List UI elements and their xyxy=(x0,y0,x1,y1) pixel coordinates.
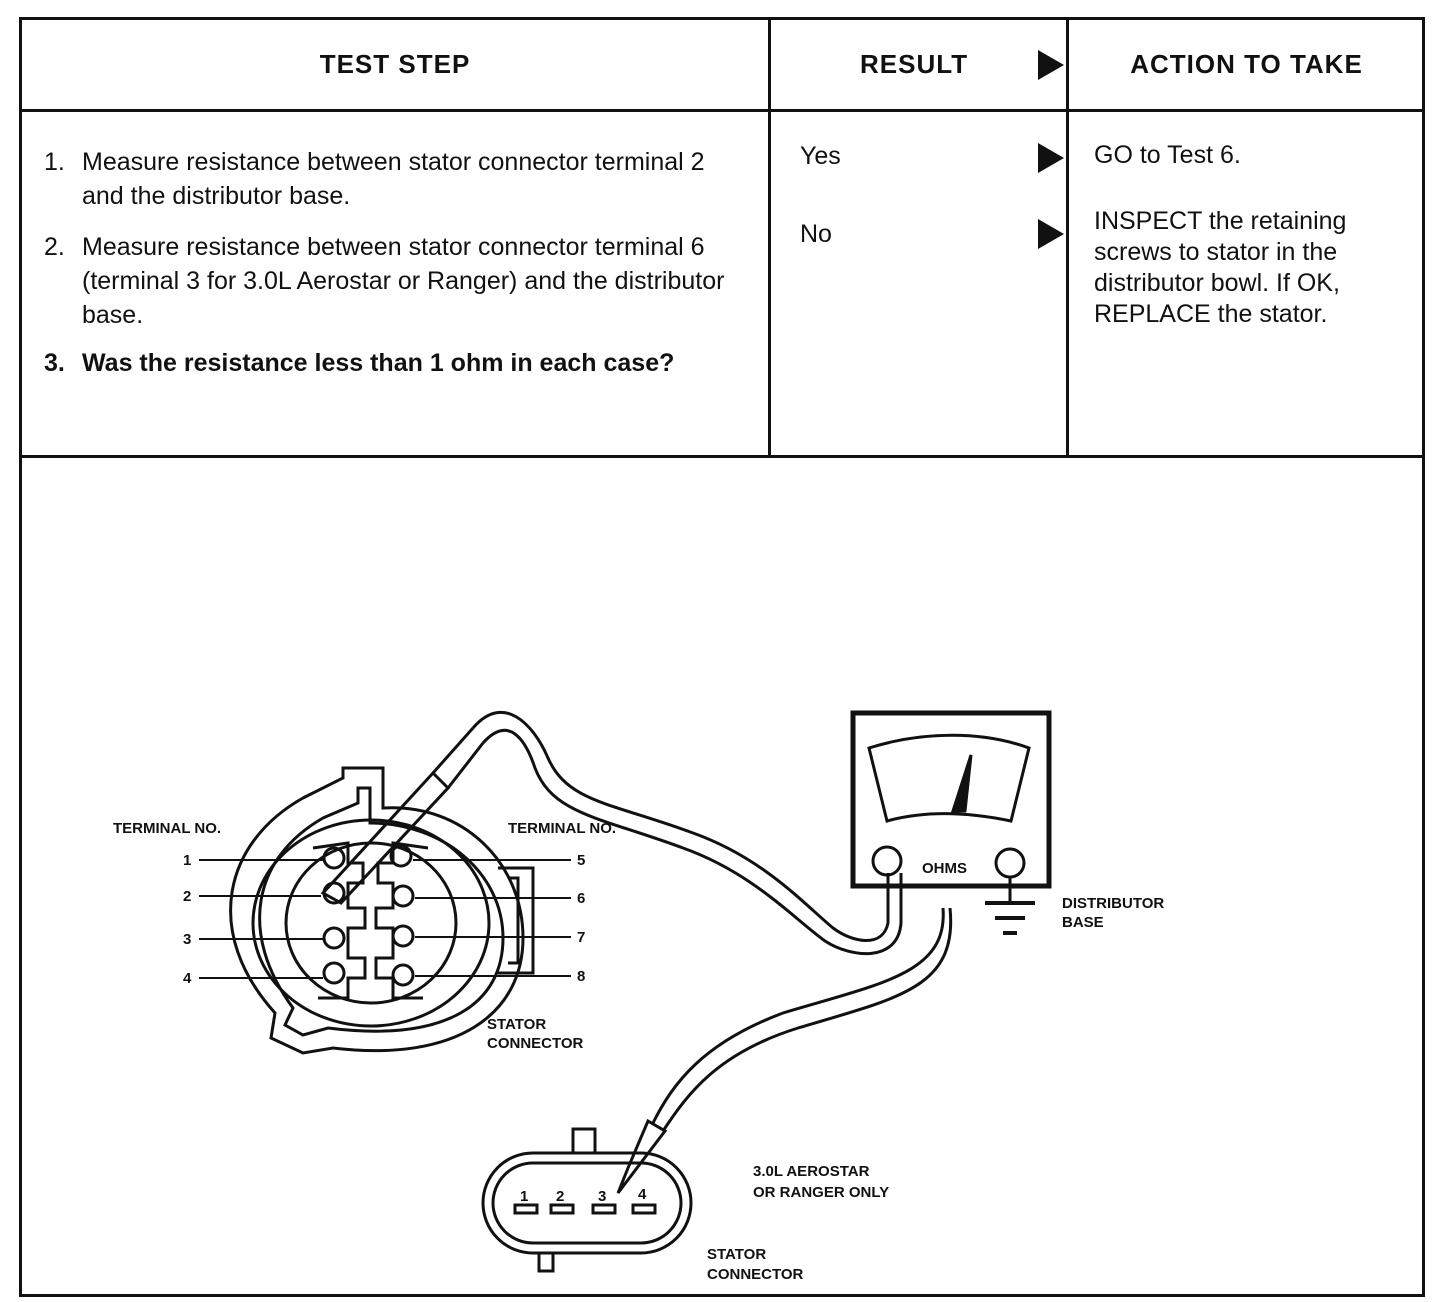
action-no: INSPECT the retaining screws to stator i… xyxy=(1094,207,1347,328)
stator-connector-label-2a: STATOR xyxy=(707,1246,766,1263)
terminal-no-left-label: TERMINAL NO. xyxy=(113,820,221,837)
header-arrow-icon xyxy=(1038,50,1064,80)
step-text: Measure resistance between stator connec… xyxy=(82,233,725,329)
stator-connector-label-1b: CONNECTOR xyxy=(487,1035,584,1052)
terminal-2-label: 2 xyxy=(183,888,191,905)
terminal-4-label: 4 xyxy=(183,970,192,987)
step-text: Measure resistance between stator connec… xyxy=(82,148,705,210)
test-step-header: TEST STEP xyxy=(319,48,471,79)
column-divider-2 xyxy=(1066,20,1069,458)
test-step-table: TEST STEP RESULT ACTION TO TAKE 1. Measu… xyxy=(19,17,1425,1297)
test-lead-2 xyxy=(616,907,953,1194)
small-pin-3-label: 3 xyxy=(598,1188,606,1205)
step-number: 3. xyxy=(44,349,65,377)
ohms-label: OHMS xyxy=(922,860,967,877)
diagram-area: TERMINAL NO. TERMINAL NO. 1 2 3 4 5 6 7 … xyxy=(22,458,1422,1300)
aerostar-note-b: OR RANGER ONLY xyxy=(753,1184,889,1201)
result-yes: Yes xyxy=(800,142,841,170)
terminal-leaders xyxy=(199,859,571,979)
terminal-6-label: 6 xyxy=(577,890,585,907)
result-no: No xyxy=(800,220,832,248)
terminal-7-label: 7 xyxy=(577,929,585,946)
distributor-base-label-a: DISTRIBUTOR xyxy=(1062,895,1164,912)
step-question: Was the resistance less than 1 ohm in ea… xyxy=(82,349,675,377)
test-lead-1 xyxy=(471,710,903,956)
no-arrow-icon xyxy=(1038,219,1064,249)
small-stator-connector xyxy=(481,1127,693,1273)
step-number: 2. xyxy=(44,233,65,261)
distributor-base-label-b: BASE xyxy=(1062,914,1104,931)
stator-connector-label-2b: CONNECTOR xyxy=(707,1266,804,1283)
step-number: 1. xyxy=(44,148,65,176)
ohmmeter xyxy=(850,710,1052,935)
terminal-1-label: 1 xyxy=(183,852,191,869)
terminal-no-right-label: TERMINAL NO. xyxy=(508,820,616,837)
table-body-row: 1. Measure resistance between stator con… xyxy=(22,112,1422,458)
wiring-diagram: TERMINAL NO. TERMINAL NO. 1 2 3 4 5 6 7 … xyxy=(113,710,1164,1283)
terminal-3-label: 3 xyxy=(183,931,191,948)
small-pin-1-label: 1 xyxy=(520,1188,528,1205)
aerostar-note-a: 3.0L AEROSTAR xyxy=(753,1163,870,1180)
action-header: ACTION TO TAKE xyxy=(1130,48,1363,79)
small-pin-2-label: 2 xyxy=(556,1188,564,1205)
action-yes: GO to Test 6. xyxy=(1094,141,1241,169)
stator-connector-round xyxy=(229,727,535,1055)
terminal-8-label: 8 xyxy=(577,968,585,985)
table-header-row: TEST STEP RESULT ACTION TO TAKE xyxy=(22,20,1422,112)
terminal-5-label: 5 xyxy=(577,852,585,869)
column-divider-1 xyxy=(768,20,771,458)
stator-connector-label-1a: STATOR xyxy=(487,1016,546,1033)
yes-arrow-icon xyxy=(1038,143,1064,173)
result-header: RESULT xyxy=(860,48,969,79)
small-pin-4-label: 4 xyxy=(638,1186,647,1203)
